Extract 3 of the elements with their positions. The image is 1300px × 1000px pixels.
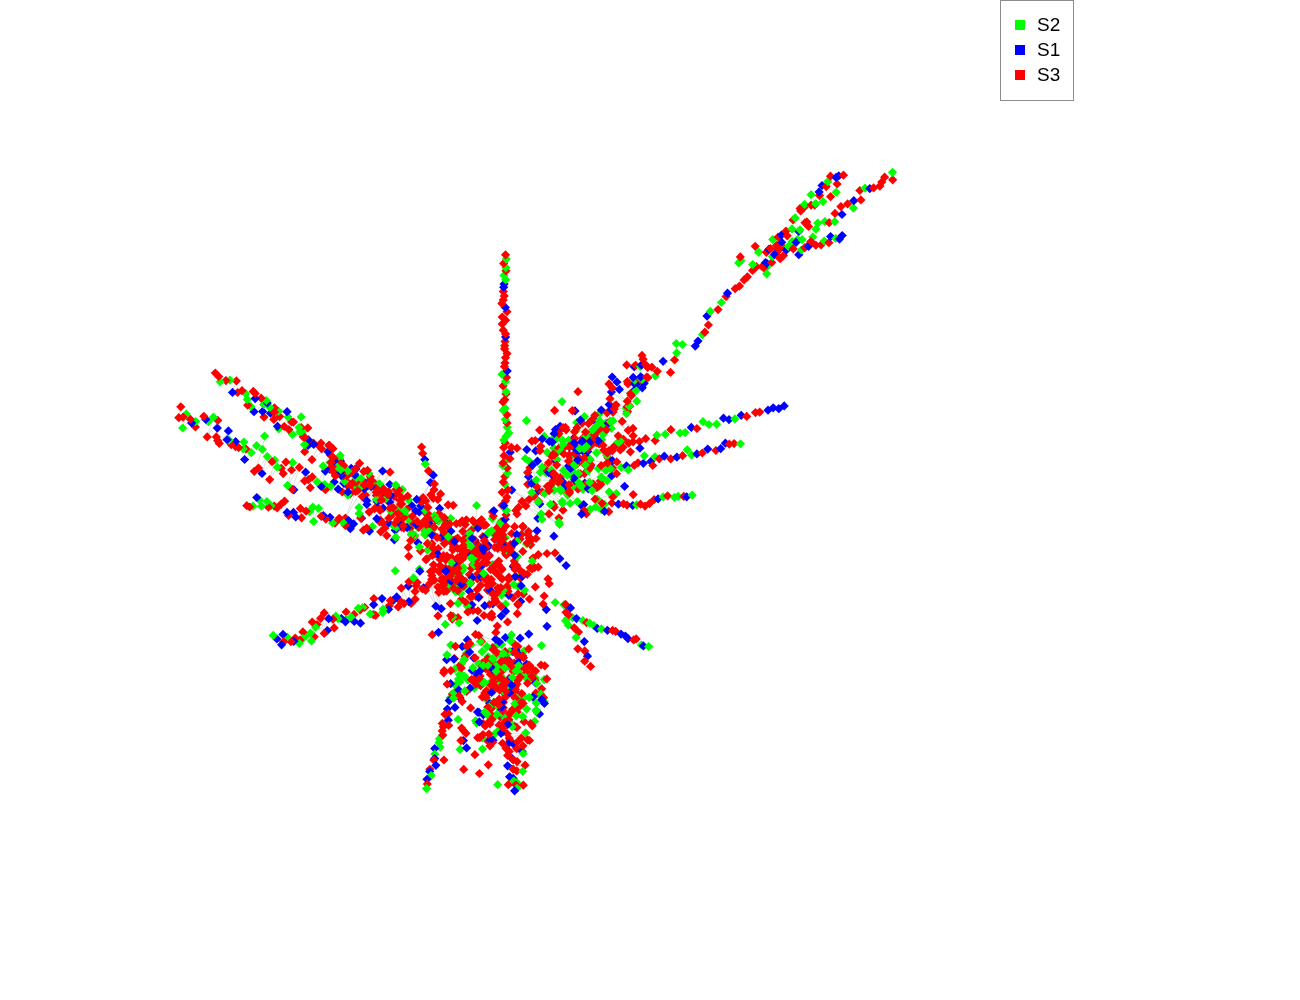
legend-label: S1 (1037, 39, 1061, 61)
legend-label: S3 (1037, 64, 1061, 86)
legend-label: S2 (1037, 14, 1061, 36)
